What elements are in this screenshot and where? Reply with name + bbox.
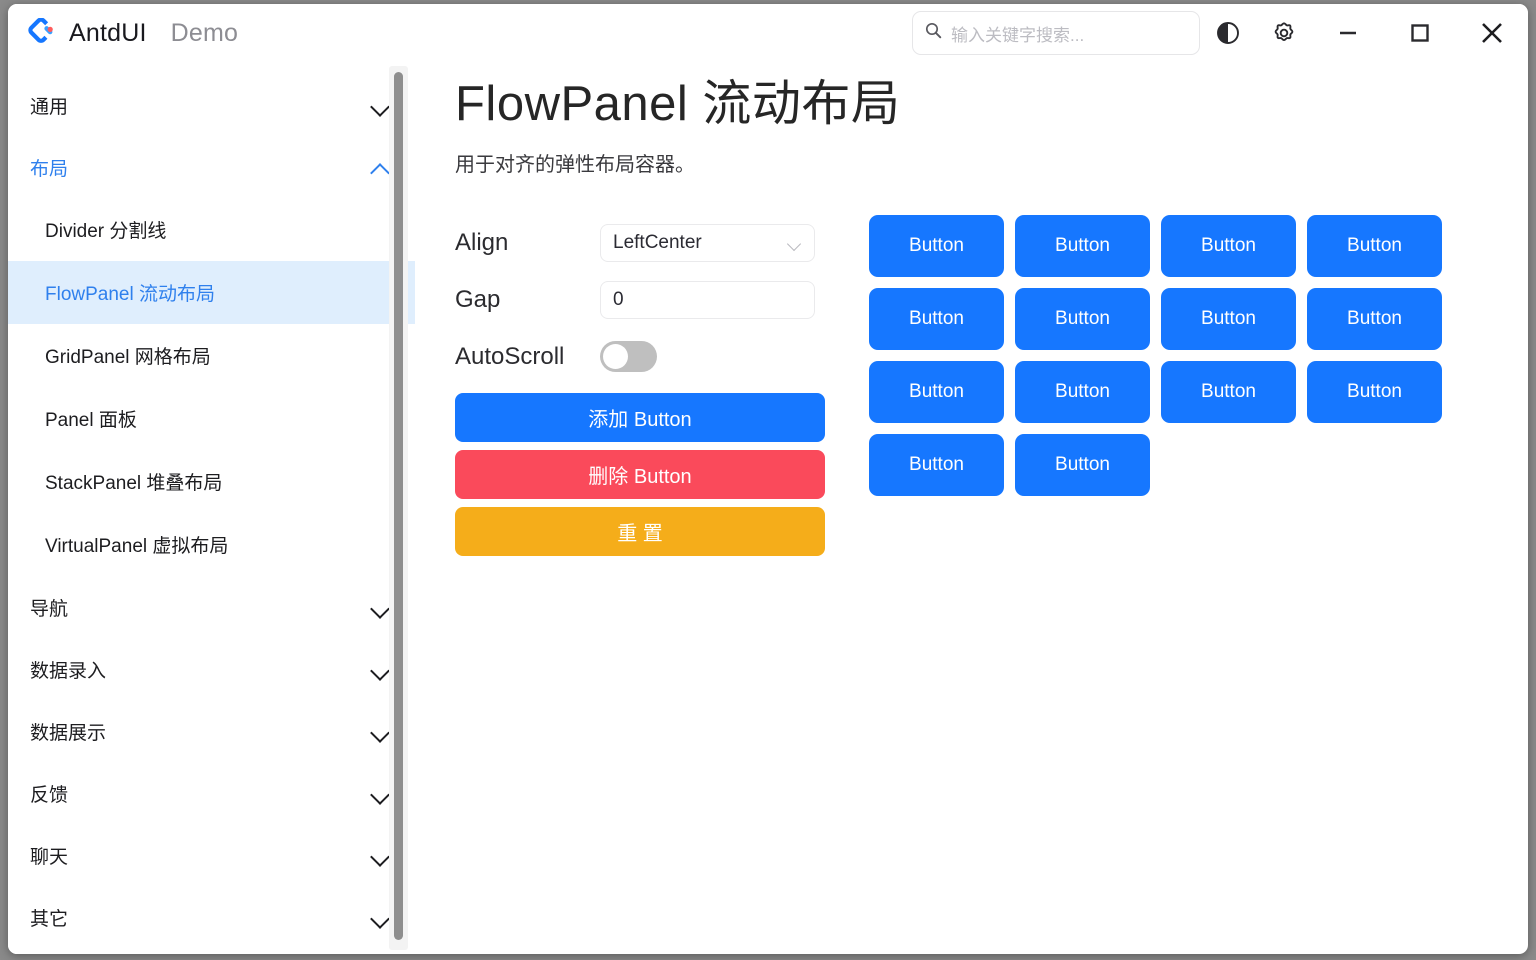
flow-button[interactable]: Button: [1161, 214, 1296, 277]
settings-form: Align LeftCenter Gap 0 AutoScroll: [455, 215, 825, 556]
sidebar-item-stackpanel[interactable]: StackPanel 堆叠布局: [45, 473, 223, 494]
autoscroll-row: AutoScroll: [455, 329, 825, 385]
sidebar-group-data-display[interactable]: 数据展示: [8, 700, 415, 762]
chevron-down-icon: [372, 726, 390, 737]
page-title: FlowPanel 流动布局: [455, 77, 901, 131]
flow-button[interactable]: Button: [1015, 214, 1150, 277]
sidebar-group-chat[interactable]: 聊天: [8, 824, 415, 886]
sidebar-group-navigation[interactable]: 导航: [8, 576, 415, 638]
sidebar-group-label: 数据展示: [30, 722, 107, 744]
sidebar-group-layout[interactable]: 布局: [8, 136, 415, 198]
flow-button[interactable]: Button: [869, 214, 1004, 277]
sidebar-group-other[interactable]: 其它: [8, 886, 415, 948]
align-label: Align: [455, 228, 509, 256]
align-select-value: LeftCenter: [613, 231, 702, 253]
flow-button[interactable]: Button: [1015, 433, 1150, 496]
theme-contrast-icon[interactable]: [1200, 4, 1256, 62]
sidebar-group-label: 数据录入: [30, 660, 107, 682]
autoscroll-label: AutoScroll: [455, 342, 565, 370]
flow-button[interactable]: Button: [1161, 360, 1296, 423]
page-description: 用于对齐的弹性布局容器。: [455, 153, 695, 176]
search-icon: [925, 22, 942, 44]
flow-panel: Button Button Button Button Button Butto…: [825, 214, 1528, 556]
sidebar-nav: 通用 布局 Divider 分割线 FlowPanel 流动布局 GridPan…: [8, 62, 415, 948]
gear-icon[interactable]: [1256, 4, 1312, 62]
app-body: 通用 布局 Divider 分割线 FlowPanel 流动布局 GridPan…: [8, 62, 1528, 954]
sidebar: 通用 布局 Divider 分割线 FlowPanel 流动布局 GridPan…: [8, 62, 415, 954]
sidebar-item-divider[interactable]: Divider 分割线: [45, 221, 167, 242]
sidebar-group-label: 聊天: [30, 846, 69, 868]
chevron-down-icon: [788, 239, 802, 247]
antd-logo-icon: [26, 17, 58, 48]
titlebar-controls: 输入关键字搜索...: [912, 4, 1528, 62]
remove-button-button[interactable]: 删除 Button: [455, 449, 825, 499]
gap-input[interactable]: 0: [600, 280, 815, 319]
flow-button[interactable]: Button: [1307, 287, 1442, 350]
add-button-button[interactable]: 添加 Button: [455, 392, 825, 442]
flow-button[interactable]: Button: [869, 433, 1004, 496]
chevron-down-icon: [372, 602, 390, 613]
flow-button[interactable]: Button: [1015, 360, 1150, 423]
chevron-down-icon: [372, 100, 390, 111]
sidebar-item-panel[interactable]: Panel 面板: [45, 410, 137, 431]
sidebar-group-general[interactable]: 通用: [8, 74, 415, 136]
gap-label: Gap: [455, 285, 501, 313]
flow-button[interactable]: Button: [1015, 287, 1150, 350]
title-bar: AntdUI Demo 输入关键字搜索...: [8, 4, 1528, 62]
sidebar-scrollbar[interactable]: [389, 66, 408, 950]
sidebar-group-label: 导航: [30, 598, 69, 620]
minimize-icon[interactable]: [1312, 4, 1384, 62]
chevron-down-icon: [372, 664, 390, 675]
sidebar-group-feedback[interactable]: 反馈: [8, 762, 415, 824]
flow-button[interactable]: Button: [1307, 214, 1442, 277]
chevron-up-icon: [372, 162, 390, 173]
sidebar-group-data-entry[interactable]: 数据录入: [8, 638, 415, 700]
sidebar-group-label: 布局: [30, 158, 69, 180]
toggle-knob: [603, 344, 628, 370]
flow-button[interactable]: Button: [1161, 287, 1296, 350]
align-select[interactable]: LeftCenter: [600, 223, 815, 262]
sidebar-group-label: 其它: [30, 908, 69, 930]
sidebar-group-label: 通用: [30, 96, 69, 118]
flow-button[interactable]: Button: [869, 287, 1004, 350]
app-subtitle: Demo: [170, 18, 239, 47]
sidebar-item-flowpanel[interactable]: FlowPanel 流动布局: [8, 261, 415, 324]
autoscroll-toggle[interactable]: [600, 341, 657, 373]
sidebar-item-gridpanel[interactable]: GridPanel 网格布局: [45, 347, 211, 368]
gap-row: Gap 0: [455, 272, 825, 328]
sidebar-scrollbar-thumb[interactable]: [394, 72, 403, 940]
sidebar-group-label: 反馈: [30, 784, 69, 806]
app-brand: AntdUI Demo: [26, 17, 239, 48]
chevron-down-icon: [372, 912, 390, 923]
app-title: AntdUI: [69, 18, 147, 47]
chevron-down-icon: [372, 788, 390, 799]
main-content: FlowPanel 流动布局 用于对齐的弹性布局容器。 Align LeftCe…: [415, 62, 1528, 954]
search-input[interactable]: 输入关键字搜索...: [912, 11, 1200, 55]
gap-input-value: 0: [613, 288, 624, 310]
align-row: Align LeftCenter: [455, 215, 825, 271]
reset-button[interactable]: 重 置: [455, 506, 825, 556]
sidebar-item-virtualpanel[interactable]: VirtualPanel 虚拟布局: [45, 536, 229, 557]
app-window: AntdUI Demo 输入关键字搜索...: [8, 4, 1528, 954]
demo-area: Align LeftCenter Gap 0 AutoScroll: [455, 214, 1528, 556]
close-icon[interactable]: [1456, 4, 1528, 62]
search-placeholder: 输入关键字搜索...: [951, 25, 1085, 45]
flow-button[interactable]: Button: [1307, 360, 1442, 423]
flow-button[interactable]: Button: [869, 360, 1004, 423]
chevron-down-icon: [372, 850, 390, 861]
maximize-icon[interactable]: [1384, 4, 1456, 62]
